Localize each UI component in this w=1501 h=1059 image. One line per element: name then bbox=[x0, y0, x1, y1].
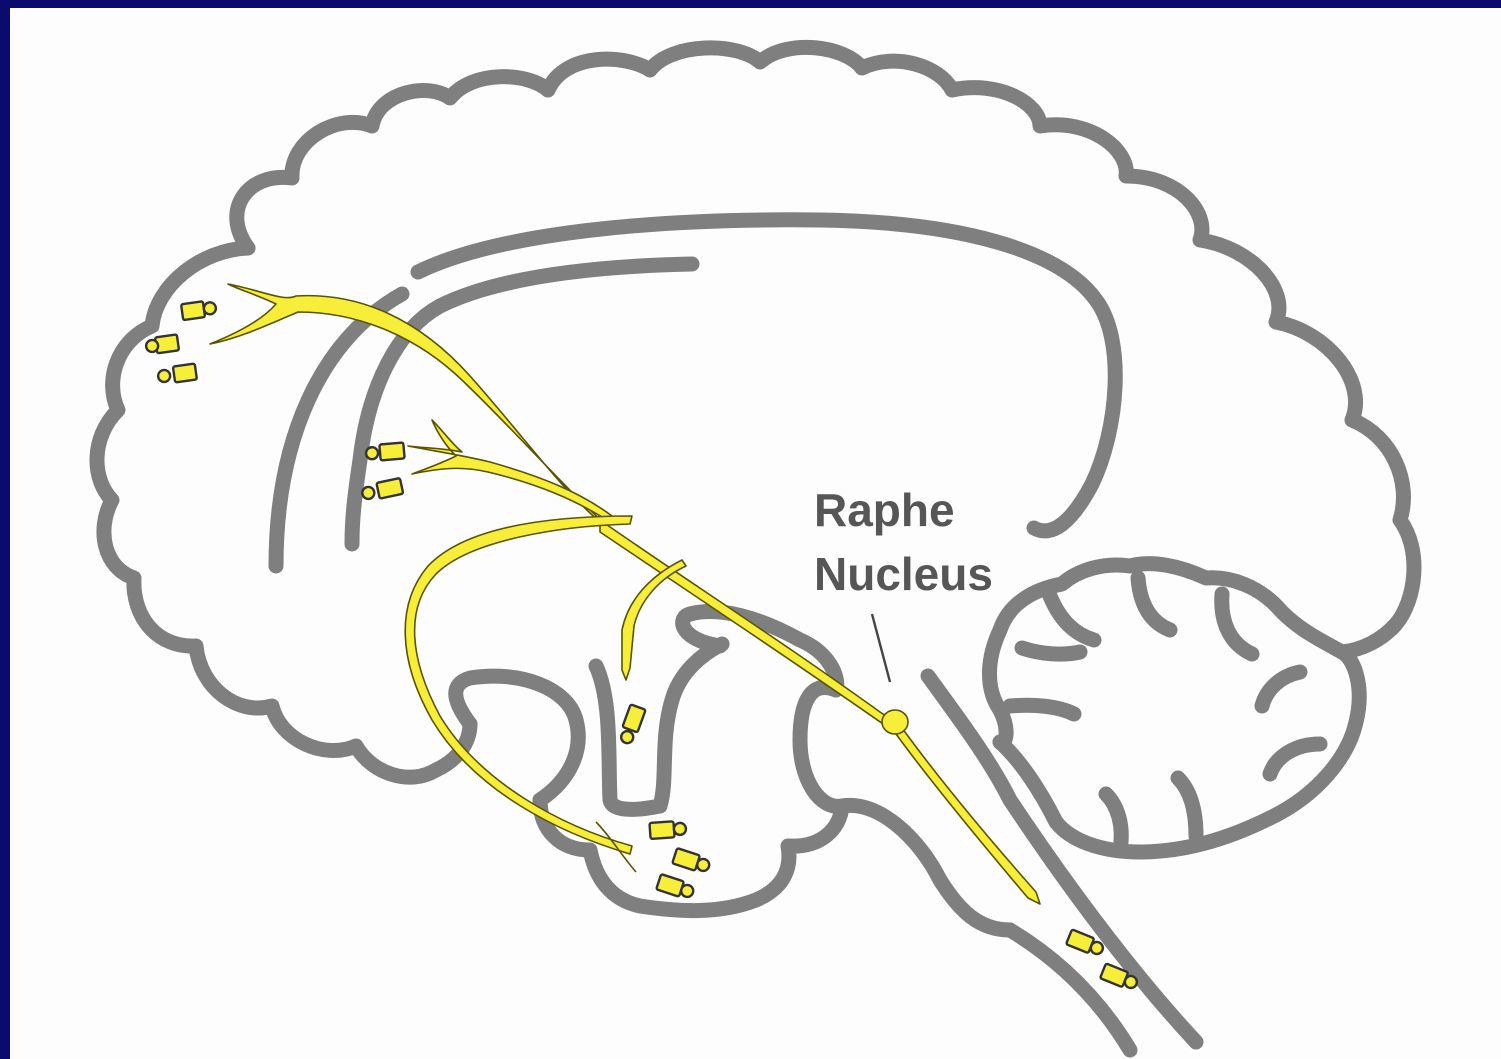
nucleus-label: Nucleus bbox=[814, 544, 993, 604]
terminal-symbol bbox=[672, 848, 711, 874]
terminal-symbol bbox=[656, 874, 695, 900]
terminal-symbol bbox=[649, 820, 686, 838]
cerebellum-fold-6 bbox=[1262, 672, 1300, 706]
fornix-arc-outline bbox=[276, 294, 402, 566]
cerebellum-fold-3 bbox=[1222, 594, 1252, 654]
terminal-symbol bbox=[181, 300, 217, 321]
cerebellum-fold-7 bbox=[1270, 744, 1320, 774]
corpus-callosum-upper-outline bbox=[418, 220, 1115, 531]
cerebellum-fold-5 bbox=[1010, 705, 1074, 714]
cerebellum-fold-2 bbox=[1138, 578, 1170, 630]
pathway-striatum bbox=[408, 420, 612, 522]
terminals-hypothalamus bbox=[618, 704, 646, 745]
corpus-callosum-outline bbox=[352, 264, 692, 544]
cerebellum-fold-8 bbox=[1178, 778, 1196, 836]
cerebellum-fold-4 bbox=[1022, 648, 1080, 654]
terminal-symbol bbox=[361, 478, 403, 502]
terminal-symbol bbox=[145, 334, 179, 354]
label-leader-line bbox=[872, 614, 890, 682]
terminal-symbol bbox=[618, 704, 646, 745]
terminal-symbol bbox=[365, 442, 404, 461]
pituitary-stalk-outline bbox=[596, 644, 722, 809]
raphe-label: Raphe bbox=[814, 480, 955, 540]
raphe-nucleus-cell bbox=[882, 710, 908, 734]
terminals-striatum bbox=[361, 442, 405, 502]
brainstem-back-outline bbox=[928, 676, 1196, 1042]
cerebellum-fold-1 bbox=[1050, 596, 1094, 640]
terminals-temporal bbox=[649, 820, 711, 900]
terminal-symbol bbox=[157, 364, 197, 385]
